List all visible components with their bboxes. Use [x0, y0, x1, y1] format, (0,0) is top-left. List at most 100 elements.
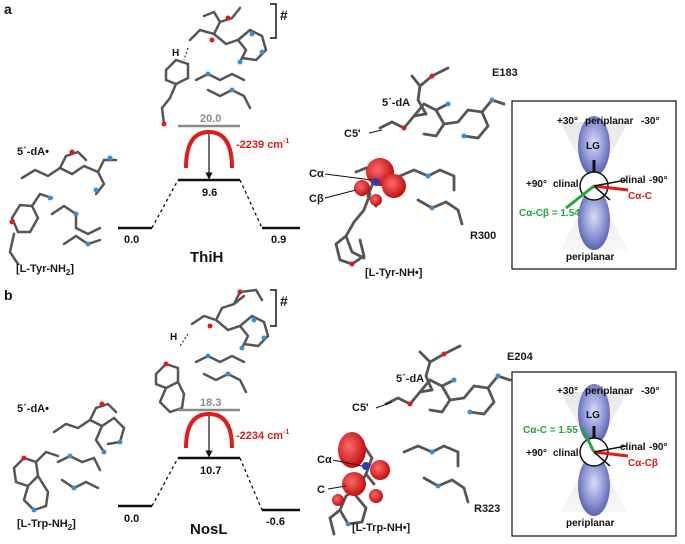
ts-hash-b: #: [280, 293, 288, 309]
newman-lg-a: LG: [586, 141, 600, 152]
right-substrate-label-b: [L-Trp-NH•]: [352, 522, 411, 534]
c5-pointer-a: [368, 129, 383, 134]
imaginary-frequency-b: -2234 cm-1: [236, 429, 289, 442]
protein-label-a: ThiH: [190, 249, 223, 266]
ts-structure-a: [160, 6, 268, 126]
protein-label-b: NosL: [190, 521, 228, 538]
ca-label-a: Cα: [309, 168, 324, 180]
newman-box-b: +30° periplanar -30° LG Cα-C = 1.55 +90°…: [511, 371, 677, 537]
newman-right-word-a: clinal: [620, 175, 646, 186]
ca-pointer-b: [332, 459, 363, 467]
h-label-b: H: [170, 332, 177, 343]
reactant-value-b: 0.0: [124, 513, 139, 525]
energy-diagram-b: 18.3 10.7 0.0 -0.6 -2234 cm-1 NosL: [118, 397, 300, 538]
connector-right-b: [239, 457, 263, 511]
newman-red-bond-b: Cα-Cβ: [628, 458, 658, 469]
right-dA-label-b: 5´-dA: [396, 373, 424, 385]
black-bond-right-a: [593, 179, 627, 187]
black-bond-bottom-a: [593, 185, 611, 201]
panel-b-letter: b: [4, 287, 13, 303]
tunneling-arc-a: [184, 129, 234, 169]
newman-left-word-a: clinal: [553, 179, 579, 190]
residue-top-b: E204: [507, 351, 534, 363]
reactant-atoms-b: [21, 401, 123, 513]
newman-green-bond-b: Cα-C = 1.55: [523, 425, 578, 436]
right-substrate-label-a: [L-Tyr-NH•]: [365, 267, 423, 279]
ts-hash-a: #: [280, 7, 288, 23]
black-bond-bottom-b: [593, 451, 611, 467]
cb-label-b: C: [317, 484, 325, 496]
ts-grey-value-a: 20.0: [200, 113, 221, 125]
lg-lobe-bottom-b: [578, 456, 610, 516]
left-dA-label-b: 5´-dA•: [17, 403, 49, 415]
newman-top-mid-a: periplanar: [585, 116, 633, 127]
residue-bottom-b: R323: [474, 503, 500, 515]
left-substrate-label-a: [L-Tyr-NH2]: [16, 263, 74, 277]
spin-density-a: [354, 158, 406, 206]
green-bond-a: [565, 184, 595, 210]
cb-pointer-b: [327, 485, 347, 490]
newman-green-bond-a: Cα-Cβ = 1.54: [519, 208, 580, 219]
ts-value-a: 9.6: [202, 187, 217, 199]
cb-label-a: Cβ: [309, 193, 324, 205]
lg-lobe-bottom-a: [578, 190, 610, 250]
black-bond-right-b: [593, 445, 627, 453]
connector-left-a: [151, 179, 179, 229]
green-bond-b: [580, 427, 596, 453]
newman-top-mid-b: periplanar: [585, 386, 633, 397]
newman-top-right-b: -30°: [641, 386, 659, 397]
cb-pointer-a: [324, 189, 357, 199]
newman-red-bond-a: Cα-C: [628, 191, 652, 202]
newman-lg-b: LG: [586, 410, 600, 421]
residue-bottom-a: R300: [470, 230, 496, 242]
reactant-value-a: 0.0: [124, 234, 139, 246]
newman-bottom-b: periplanar: [566, 518, 614, 529]
spin-density-b: [332, 432, 390, 506]
energy-diagram-a: 20.0 9.6 0.0 0.9 -2239 cm-1 ThiH: [118, 113, 300, 266]
reactant-structure-a: [8, 150, 118, 266]
lg-lobe-top-a: [578, 116, 610, 176]
newman-left-word-b: clinal: [553, 448, 579, 459]
newman-left-a: +90°: [526, 179, 547, 190]
newman-box-a: +30° periplanar -30° LG +90° clinal clin…: [511, 100, 677, 270]
red-bond-a: [593, 184, 629, 192]
c5-pointer-b: [375, 401, 393, 409]
ts-bracket-a: [270, 3, 277, 39]
panel-a: a 5´-dA• [L-Tyr-NH2]: [4, 1, 677, 279]
reactant-atoms-a: [9, 149, 113, 247]
newman-left-b: +90°: [526, 448, 547, 459]
h-transfer-dash-b: [179, 333, 189, 347]
ts-structure-b: [154, 288, 270, 414]
c5-label-b: C5': [352, 402, 369, 414]
ts-atoms-a: [161, 15, 265, 127]
newman-right-b: -90°: [649, 442, 667, 453]
panel-b: b 5´-dA• [L-Trp-NH2]: [4, 287, 677, 538]
product-value-b: -0.6: [266, 516, 285, 528]
product-value-a: 0.9: [271, 234, 286, 246]
lg-lobe-top-b: [578, 384, 610, 444]
ca-label-b: Cα: [317, 454, 332, 466]
newman-top-left-b: +30°: [557, 386, 578, 397]
ts-bracket-b: [270, 289, 277, 327]
newman-bottom-a: periplanar: [566, 252, 614, 263]
red-bond-b: [593, 450, 629, 458]
newman-right-word-b: clinal: [620, 442, 646, 453]
connector-right-a: [239, 179, 263, 229]
newman-top-right-a: -30°: [641, 116, 659, 127]
newman-right-a: -90°: [649, 175, 667, 186]
left-dA-label-a: 5´-dA•: [17, 146, 49, 158]
connector-left-b: [151, 457, 179, 507]
product-atoms-a: [349, 73, 495, 267]
imaginary-frequency-a: -2239 cm-1: [236, 138, 289, 151]
left-substrate-label-b: [L-Trp-NH2]: [17, 518, 76, 532]
ca-pointer-a: [324, 173, 373, 181]
h-label-a: H: [172, 48, 179, 59]
ts-atoms-b: [163, 289, 267, 377]
product-atoms-b: [345, 351, 501, 527]
tunneling-arc-b: [184, 411, 234, 449]
ts-grey-value-b: 18.3: [200, 397, 221, 409]
residue-top-a: E183: [492, 67, 518, 79]
ts-value-b: 10.7: [200, 465, 221, 477]
h-transfer-dash-a: [183, 47, 189, 61]
